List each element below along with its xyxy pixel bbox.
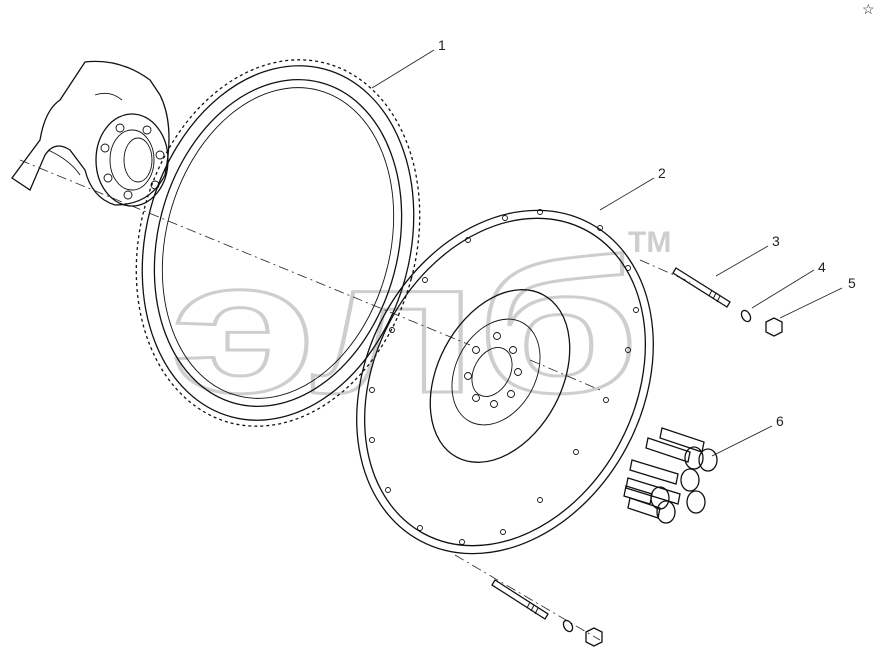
crankshaft-flange — [11, 60, 170, 207]
bolt-group — [623, 427, 718, 524]
flywheel — [356, 209, 654, 555]
callout-1: 1 — [438, 37, 446, 53]
ring-gear — [135, 59, 421, 427]
callout-2: 2 — [658, 165, 666, 181]
callouts: 1 2 3 4 5 6 — [438, 37, 856, 429]
watermark: элб TM — [169, 220, 672, 435]
callout-3: 3 — [772, 233, 780, 249]
washer — [562, 309, 752, 633]
watermark-tm: TM — [628, 226, 671, 259]
watermark-text: элб — [170, 221, 640, 433]
callout-5: 5 — [848, 275, 856, 291]
nut — [585, 317, 783, 647]
leader-lines — [371, 49, 843, 457]
callout-6: 6 — [776, 413, 784, 429]
corner-mark-icon: ☆ — [862, 1, 875, 17]
callout-4: 4 — [818, 259, 826, 275]
stud — [491, 267, 731, 620]
